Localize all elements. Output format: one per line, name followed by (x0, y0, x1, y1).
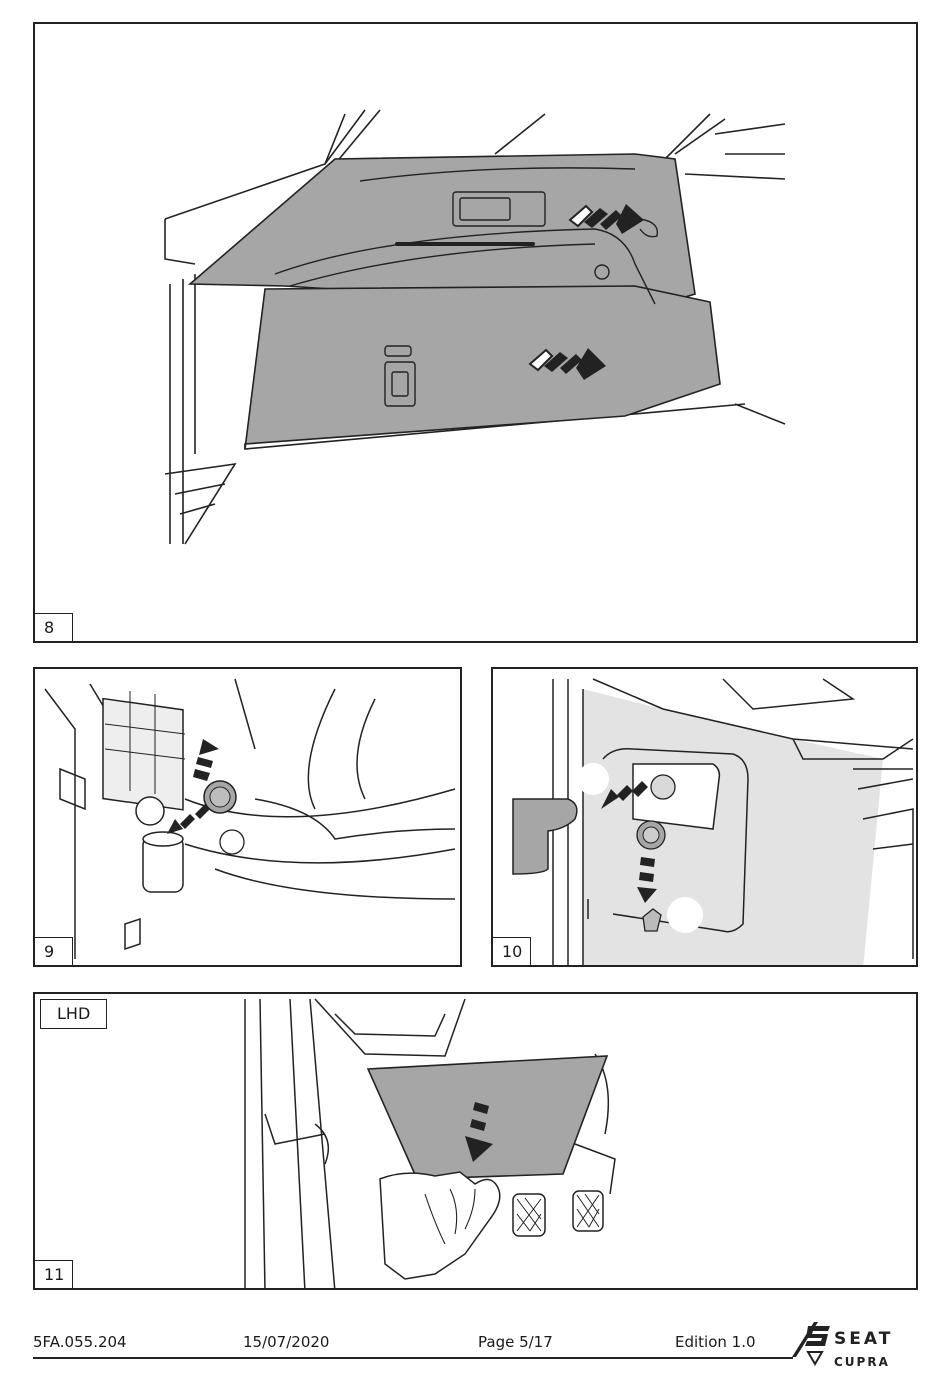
page-number: Page 5/17 (478, 1333, 553, 1351)
trunk-floor-clip-illustration (35, 669, 462, 967)
step-number: 11 (35, 1260, 73, 1288)
lhd-label: LHD (40, 999, 107, 1029)
lower-dash-panel (368, 1056, 607, 1179)
side-trim-area (583, 689, 883, 967)
arrow-up (193, 739, 219, 781)
brake-pedal (513, 1194, 545, 1236)
step-10-panel: 10 (491, 667, 918, 967)
seat-cupra-logo: SEAT CUPRA (790, 1322, 920, 1374)
edition: Edition 1.0 (675, 1333, 756, 1351)
step-number: 9 (35, 937, 73, 965)
doc-date: 15/07/2020 (243, 1333, 329, 1351)
trim-screw-removal-illustration (493, 669, 918, 967)
doc-code: 5FA.055.204 (33, 1333, 127, 1351)
step-number: 8 (35, 613, 73, 641)
step-number: 10 (493, 937, 531, 965)
footer-rule (33, 1357, 793, 1359)
trunk-side-trim-illustration (35, 24, 918, 643)
step-11-panel: LHD 11 (33, 992, 918, 1290)
cupra-wordmark: CUPRA (834, 1355, 890, 1369)
lower-trim-panel (245, 286, 720, 449)
footwell-panel-illustration (35, 994, 918, 1290)
step-8-panel: 8 (33, 22, 918, 643)
seat-wordmark: SEAT (834, 1329, 893, 1349)
clutch-pedal (573, 1191, 603, 1231)
step-9-panel: 9 (33, 667, 462, 967)
hand (380, 1172, 500, 1279)
